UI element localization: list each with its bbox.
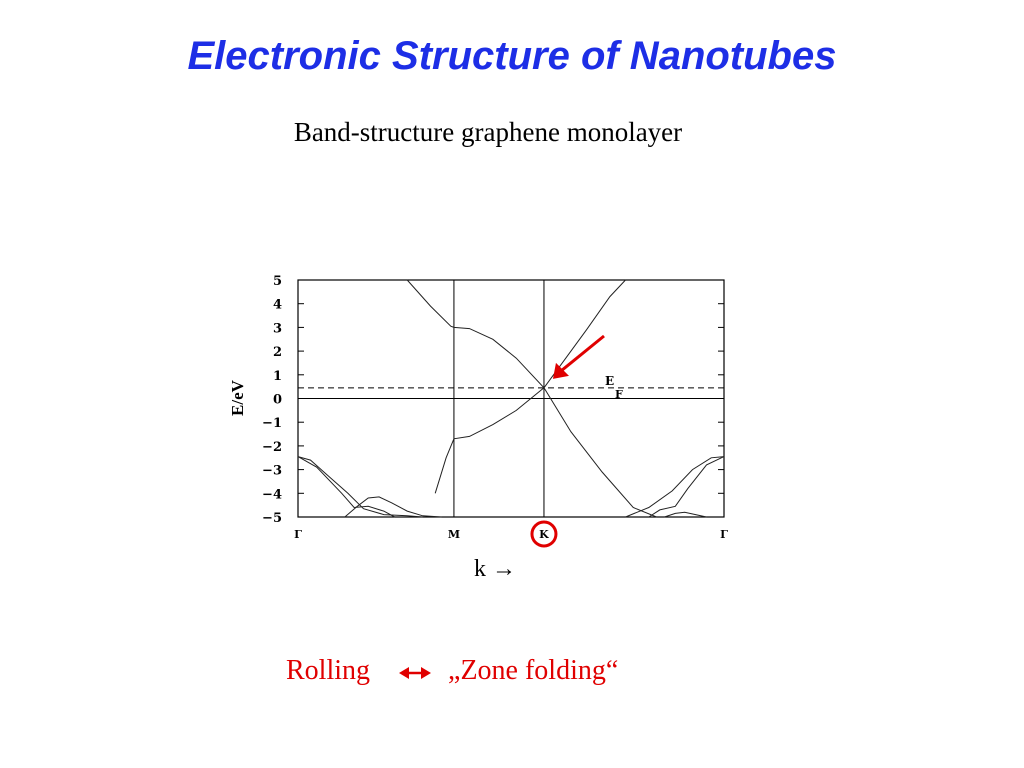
fermi-label: E (605, 374, 614, 388)
y-tick-label: 2 (273, 345, 282, 360)
dirac-point-arrow (559, 334, 605, 373)
band-curve (648, 456, 725, 518)
y-tick-label: 0 (273, 393, 282, 408)
y-axis-label: E/eV (228, 379, 247, 416)
band-curve (297, 456, 423, 518)
band-curve (297, 456, 395, 518)
k-label-text: k (474, 556, 486, 582)
x-tick-label: Γ (720, 528, 728, 541)
y-tick-label: −4 (262, 487, 282, 502)
y-tick-label: −2 (262, 440, 282, 455)
band-curve (344, 496, 442, 518)
band-curve (625, 456, 725, 518)
band-curve (664, 511, 707, 518)
band-curve (434, 387, 657, 518)
x-tick-label: Γ (294, 528, 302, 541)
fermi-subscript: F (615, 388, 623, 401)
y-tick-label: −5 (262, 511, 282, 526)
slide-subtitle: Band-structure graphene monolayer (293, 117, 683, 147)
rolling-text: Rolling (286, 655, 371, 686)
y-tick-label: 5 (273, 274, 282, 289)
x-tick-label: K (539, 528, 549, 541)
k-point-circle (530, 520, 558, 548)
y-tick-label: 1 (273, 369, 282, 384)
dirac-point-arrowhead (552, 362, 569, 379)
k-arrow-icon: → (492, 556, 516, 582)
rolling-zone-folding: Rolling „Zone folding“ (286, 655, 618, 687)
y-tick-label: 3 (273, 321, 282, 336)
k-axis-label: k → (474, 556, 516, 583)
y-tick-label: 4 (273, 298, 282, 313)
x-tick-label: M (448, 528, 460, 541)
zone-folding-text: „Zone folding“ (448, 655, 619, 686)
double-arrow-icon (399, 666, 432, 679)
band-curve (406, 279, 626, 389)
y-tick-label: −1 (262, 416, 282, 431)
slide-title: Electronic Structure of Nanotubes (187, 34, 837, 78)
y-tick-label: −3 (262, 464, 282, 479)
